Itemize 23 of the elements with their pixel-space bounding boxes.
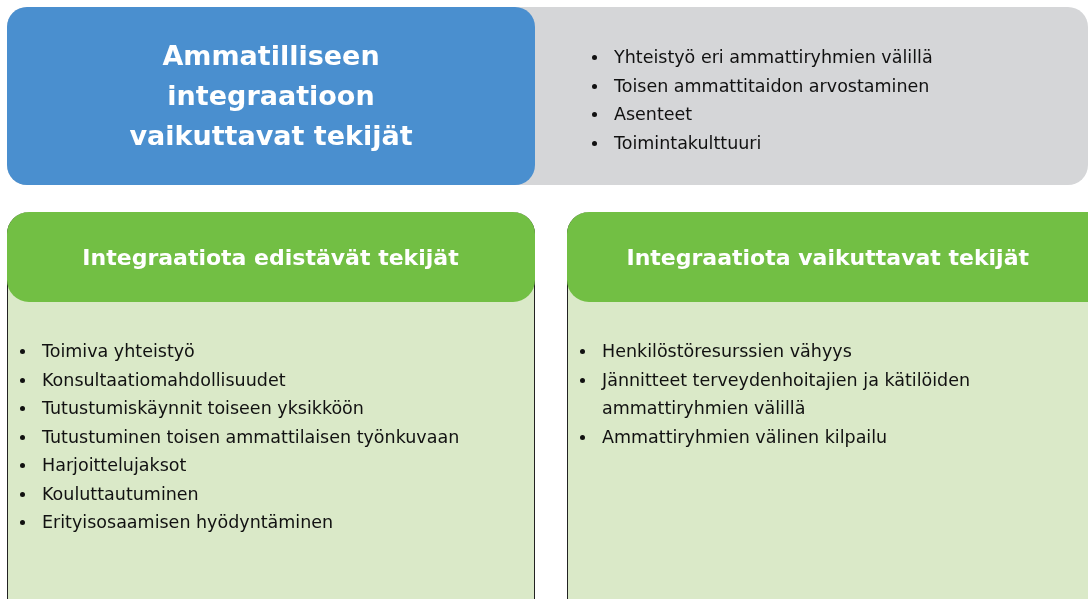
factor-panel xyxy=(7,212,535,599)
header-text: Integraatiota edistävät tekijät xyxy=(82,244,459,270)
list-item: Henkilöstöresurssien vähyys xyxy=(602,341,852,361)
list-item: Harjoittelujaksot xyxy=(42,455,187,475)
factor-panel xyxy=(567,212,1088,599)
list-item: Yhteistyö eri ammattiryhmien välillä xyxy=(614,47,933,67)
title-text: Ammatilliseen integraatioon vaikuttavat tekijät xyxy=(128,39,414,153)
panel-header xyxy=(6,212,535,302)
list-item: Kouluttautuminen xyxy=(42,483,199,504)
panel-header xyxy=(566,212,1088,302)
list-item: Toimintakulttuuri xyxy=(614,132,762,153)
factor-panel xyxy=(535,7,1088,185)
list-item: Toisen ammattitaidon arvostaminen xyxy=(614,75,930,96)
title-box xyxy=(7,7,535,185)
list-item: Tutustuminen toisen ammattilaisen työnkuvaan xyxy=(42,426,460,447)
list-item: Erityisosaamisen hyödyntäminen xyxy=(42,512,334,532)
header-text: Integraatiota vaikuttavat tekijät xyxy=(626,244,1029,270)
list-item: Jännitteet terveydenhoitajien ja kätilöiden ammattiryhmien välillä xyxy=(602,369,971,418)
list-item: Tutustumiskäynnit toiseen yksikköön xyxy=(42,398,364,418)
list-item: Ammattiryhmien välinen kilpailu xyxy=(602,426,888,447)
list-item: Toimiva yhteistyö xyxy=(42,341,195,361)
list-item: Konsultaatiomahdollisuudet xyxy=(42,369,286,390)
list-item: Asenteet xyxy=(614,104,693,124)
